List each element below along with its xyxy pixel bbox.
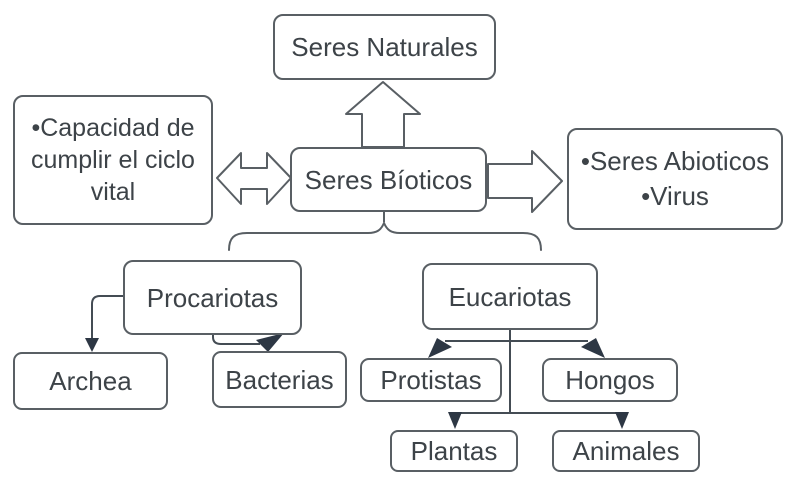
- node-seres-naturales: Seres Naturales: [273, 14, 496, 80]
- node-protistas: Protistas: [360, 358, 502, 402]
- node-label: Procariotas: [146, 282, 279, 313]
- arrowhead-plantas: [448, 412, 462, 429]
- connector-procariotas-archea: [91, 295, 123, 340]
- node-bacterias: Bacterias: [212, 351, 347, 408]
- node-label: Animales: [572, 436, 680, 466]
- curly-brace: [228, 220, 542, 251]
- node-label: Seres Naturales: [291, 32, 478, 62]
- arrowhead-animales: [615, 412, 629, 429]
- node-label-line: •Virus: [641, 181, 709, 211]
- node-label: Protistas: [380, 365, 482, 395]
- arrowhead-hongos: [581, 338, 605, 358]
- node-label: Eucariotas: [448, 281, 572, 312]
- node-label: Bacterias: [225, 364, 334, 395]
- node-label-line: vital: [90, 178, 136, 206]
- node-eucariotas: Eucariotas: [422, 263, 598, 330]
- arrowhead-bacterias: [256, 333, 284, 352]
- node-seres-abioticos: •Seres Abioticos •Virus: [567, 128, 783, 230]
- block-arrow-up: [345, 81, 421, 148]
- node-procariotas: Procariotas: [123, 260, 302, 335]
- block-arrow-right: [487, 150, 563, 213]
- node-label: Archea: [49, 366, 132, 396]
- node-label: Plantas: [410, 436, 498, 466]
- arrowhead-archea: [85, 338, 99, 352]
- node-label-line: cumplir el ciclo: [31, 146, 195, 174]
- connector-procariotas-bacterias: [212, 335, 260, 345]
- node-animales: Animales: [552, 430, 700, 472]
- node-hongos: Hongos: [542, 358, 678, 402]
- node-label-line: •Seres Abioticos: [580, 146, 770, 176]
- node-label: Seres Bíoticos: [304, 164, 473, 195]
- arrowhead-protistas: [428, 338, 452, 358]
- node-label: Hongos: [565, 365, 655, 395]
- double-arrow-icon: [216, 152, 292, 205]
- node-archea: Archea: [13, 352, 168, 410]
- node-capacidad: •Capacidad de cumplir el ciclo vital: [13, 95, 213, 225]
- node-plantas: Plantas: [390, 430, 518, 472]
- node-seres-bioticos: Seres Bíoticos: [290, 147, 487, 212]
- node-label-line: •Capacidad de: [31, 114, 195, 142]
